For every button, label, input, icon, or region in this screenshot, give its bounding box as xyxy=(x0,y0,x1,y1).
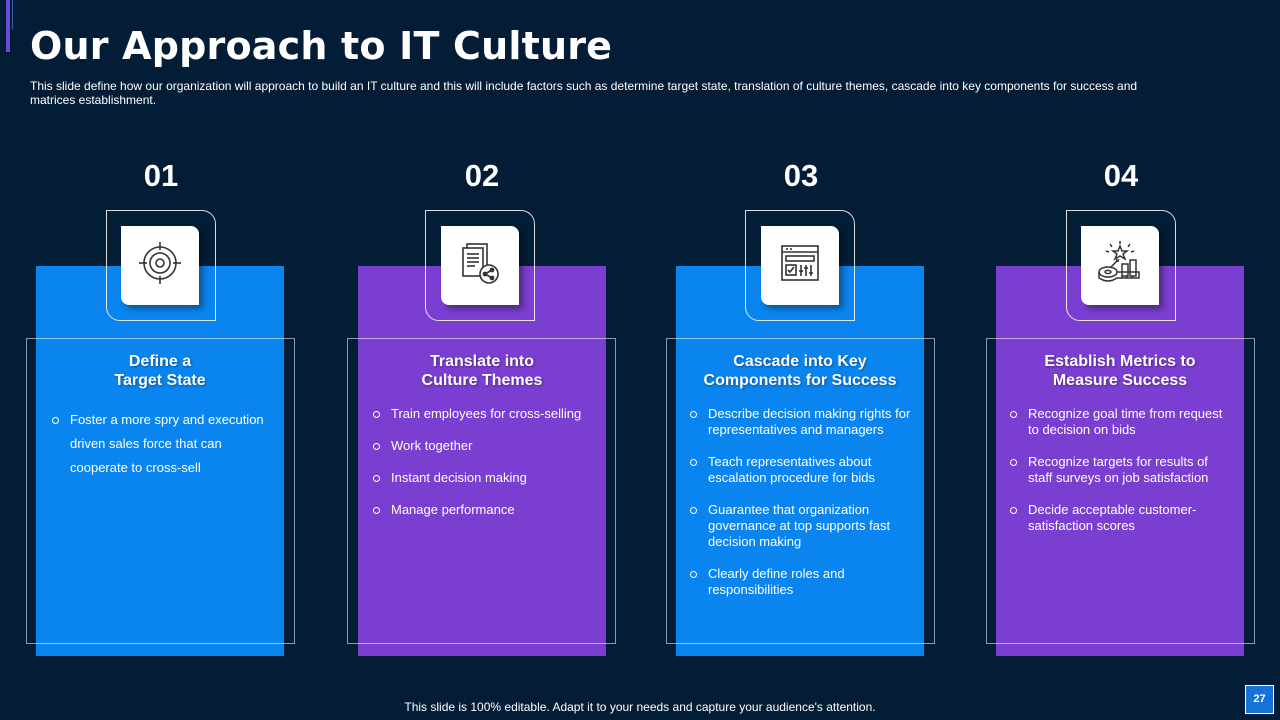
bullet-item: Clearly define roles and responsibilitie… xyxy=(690,566,914,598)
bullet-item: Guarantee that organization governance a… xyxy=(690,502,914,550)
step-heading: Define a Target State xyxy=(36,352,284,390)
step-outline xyxy=(347,338,616,644)
bullet-item: Work together xyxy=(373,438,595,454)
icon-frame xyxy=(106,210,216,321)
bullet-item: Teach representatives about escalation p… xyxy=(690,454,914,486)
document-share-icon xyxy=(457,240,503,291)
step-heading-line1: Establish Metrics to xyxy=(1044,353,1196,370)
bullet-item: Train employees for cross-selling xyxy=(373,406,595,422)
page-title: Our Approach to IT Culture xyxy=(30,24,613,68)
step-panel xyxy=(358,266,606,656)
page-number-badge: 27 xyxy=(1245,685,1274,714)
metrics-tape-icon xyxy=(1096,240,1144,291)
bullet-item: Describe decision making rights for repr… xyxy=(690,406,914,438)
step-bullets: Recognize goal time from request to deci… xyxy=(1010,406,1234,550)
step-panel xyxy=(676,266,924,656)
step-panel xyxy=(36,266,284,656)
bullet-item: Foster a more spry and execution driven … xyxy=(52,408,274,480)
page-subtitle: This slide define how our organization w… xyxy=(30,79,1138,107)
step-card-4: 04 Establish Metrics to xyxy=(986,0,1256,720)
bullet-item: Recognize targets for results of staff s… xyxy=(1010,454,1234,486)
step-outline xyxy=(986,338,1255,644)
bullet-item: Recognize goal time from request to deci… xyxy=(1010,406,1234,438)
step-bullets: Describe decision making rights for repr… xyxy=(690,406,914,614)
bullet-item: Decide acceptable customer-satisfaction … xyxy=(1010,502,1234,534)
step-number: 04 xyxy=(1103,158,1139,193)
step-heading-line2: Components for Success xyxy=(703,372,897,389)
step-heading-line1: Translate into xyxy=(429,353,535,370)
bullet-item: Manage performance xyxy=(373,502,595,518)
icon-tile xyxy=(1081,226,1159,305)
step-heading: Cascade into Key Components for Success xyxy=(676,352,924,390)
step-heading-line2: Measure Success xyxy=(1052,372,1188,389)
step-heading-line1: Cascade into Key xyxy=(733,353,867,370)
accent-bar xyxy=(6,0,10,52)
footer-note: This slide is 100% editable. Adapt it to… xyxy=(404,700,876,714)
icon-tile xyxy=(441,226,519,305)
step-bullets: Foster a more spry and execution driven … xyxy=(52,408,274,480)
step-bullets: Train employees for cross-selling Work t… xyxy=(373,406,595,534)
step-heading-line2: Culture Themes xyxy=(421,372,543,389)
icon-frame xyxy=(425,210,535,321)
step-heading-line1: Define a xyxy=(128,353,192,370)
step-heading-line2: Target State xyxy=(114,372,206,389)
icon-tile xyxy=(761,226,839,305)
step-outline xyxy=(666,338,935,644)
step-card-3: 03 Cascade into Key Components for Succ xyxy=(666,0,936,720)
bullet-item: Instant decision making xyxy=(373,470,595,486)
icon-frame xyxy=(745,210,855,321)
step-panel xyxy=(996,266,1244,656)
step-outline xyxy=(26,338,295,644)
step-number: 03 xyxy=(783,158,819,193)
step-card-2: 02 Translate into Culture Themes Train xyxy=(347,0,617,720)
icon-tile xyxy=(121,226,199,305)
step-card-1: 01 Define a Target State Foster a more s… xyxy=(26,0,296,720)
dashboard-window-icon xyxy=(778,241,822,290)
step-heading: Translate into Culture Themes xyxy=(358,352,606,390)
target-icon xyxy=(137,240,183,291)
step-number: 02 xyxy=(464,158,500,193)
accent-bar-thin xyxy=(12,0,13,30)
step-heading: Establish Metrics to Measure Success xyxy=(996,352,1244,390)
step-number: 01 xyxy=(143,158,179,193)
icon-frame xyxy=(1066,210,1176,321)
